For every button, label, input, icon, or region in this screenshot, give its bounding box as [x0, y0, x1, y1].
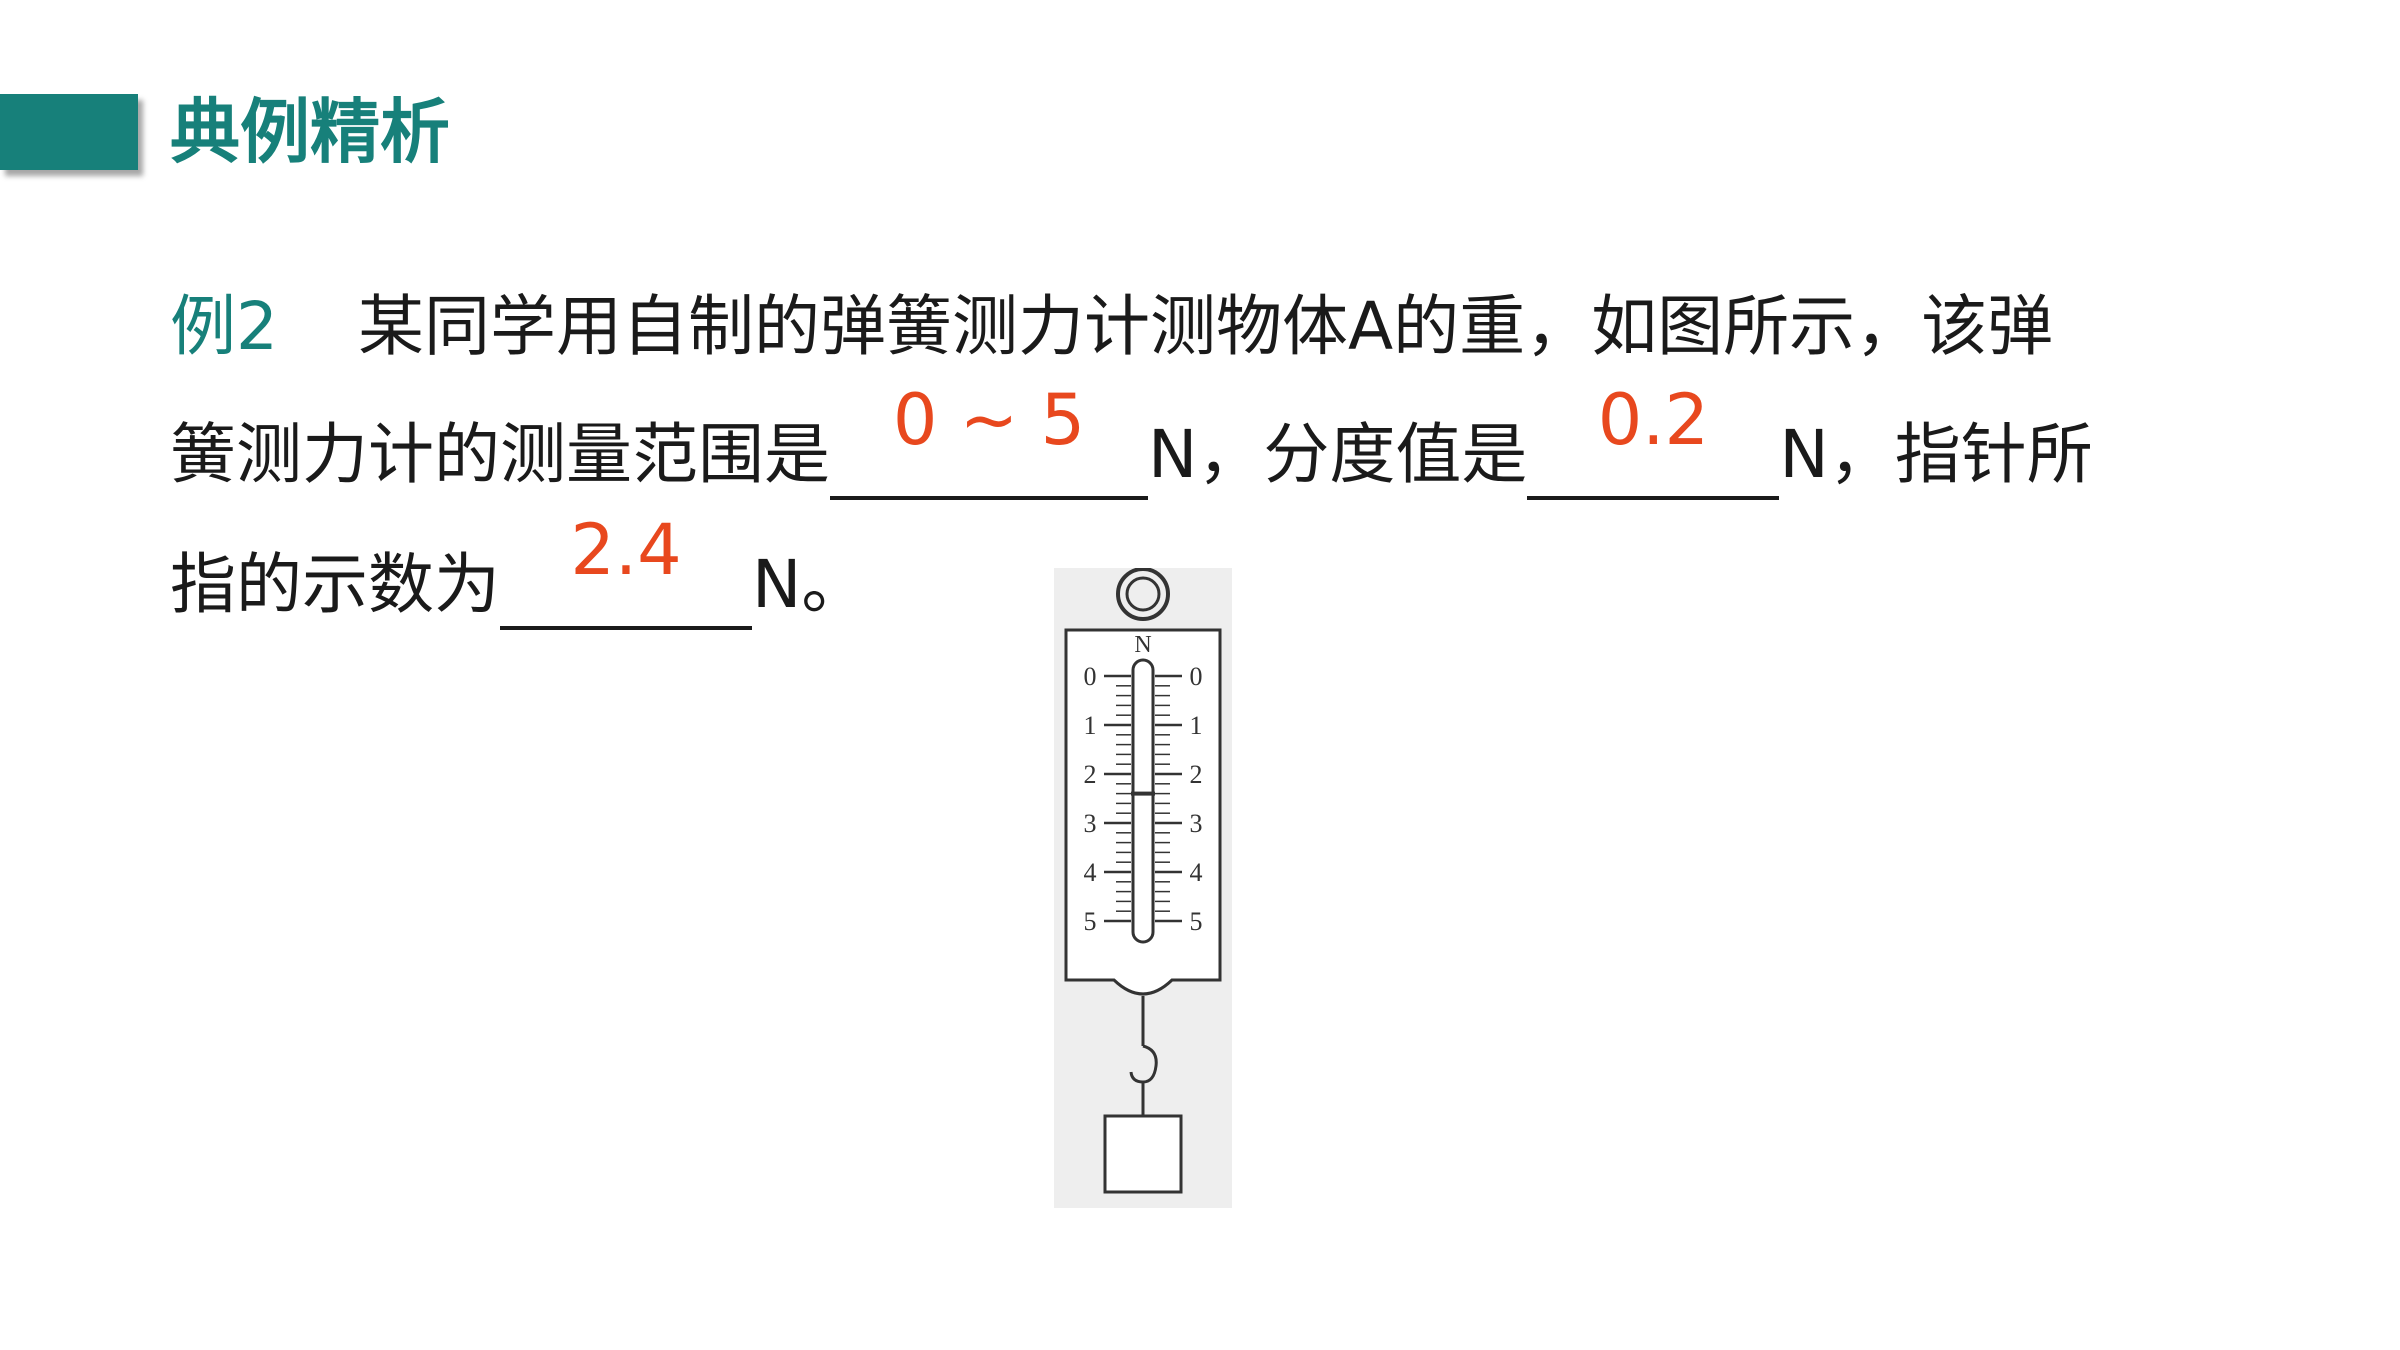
scale-ticks: [1104, 674, 1182, 923]
answer-reading: 2.4: [570, 509, 682, 591]
section-title: 典例精析: [170, 91, 450, 173]
problem-text-1: 某同学用自制的弹簧测力计测物体A的重，如图所示，该弹: [358, 288, 2054, 365]
problem-text-2b: N，分度值是: [1148, 416, 1528, 493]
scale-label-right: 5: [1190, 907, 1203, 936]
answer-blank-reading: 2.4: [500, 510, 752, 630]
scale-label-left: 4: [1084, 858, 1097, 887]
scale-label-right: 2: [1190, 760, 1203, 789]
header-accent-bar: [0, 94, 138, 170]
unit-label: N: [1134, 632, 1151, 658]
scale-label-left: 2: [1084, 760, 1097, 789]
spring-scale-figure: N 0 1 2 3 4 5 0 1 2 3 4 5: [1054, 568, 1232, 1208]
scale-label-right: 0: [1190, 662, 1203, 691]
object-a: [1103, 1114, 1183, 1194]
hanging-ring: [1116, 568, 1170, 621]
scale-label-right: 3: [1190, 809, 1203, 838]
scale-labels-right: 0 1 2 3 4 5: [1190, 662, 1203, 936]
hanging-ring-inner: [1125, 576, 1161, 612]
problem-text-2a: 簧测力计的测量范围是: [170, 416, 830, 493]
scale-label-right: 4: [1190, 858, 1203, 887]
scale-label-left: 5: [1084, 907, 1097, 936]
scale-labels-left: 0 1 2 3 4 5: [1084, 662, 1097, 936]
scale-hook: [1129, 1044, 1158, 1084]
example-label: 例2: [170, 288, 278, 365]
spring-tube: [1131, 658, 1155, 944]
answer-range: 0 ~ 5: [892, 379, 1086, 461]
scale-label-left: 3: [1084, 809, 1097, 838]
scale-label-left: 1: [1084, 711, 1097, 740]
scale-label-right: 1: [1190, 711, 1203, 740]
answer-division: 0.2: [1597, 379, 1710, 461]
problem-line-2: 簧测力计的测量范围是 0 ~ 5 N，分度值是 0.2 N，指针所: [170, 380, 2093, 500]
problem-line-3: 指的示数为 2.4 N。: [170, 510, 868, 630]
answer-blank-range: 0 ~ 5: [830, 380, 1148, 500]
problem-text-3b: N。: [752, 546, 868, 623]
problem-text-3a: 指的示数为: [170, 546, 500, 623]
scale-label-left: 0: [1084, 662, 1097, 691]
problem-text-2c: N，指针所: [1779, 416, 2093, 493]
problem-line-1: 例2 某同学用自制的弹簧测力计测物体A的重，如图所示，该弹: [170, 282, 2053, 372]
answer-blank-division: 0.2: [1527, 380, 1780, 500]
scale-pointer: [1131, 791, 1155, 796]
